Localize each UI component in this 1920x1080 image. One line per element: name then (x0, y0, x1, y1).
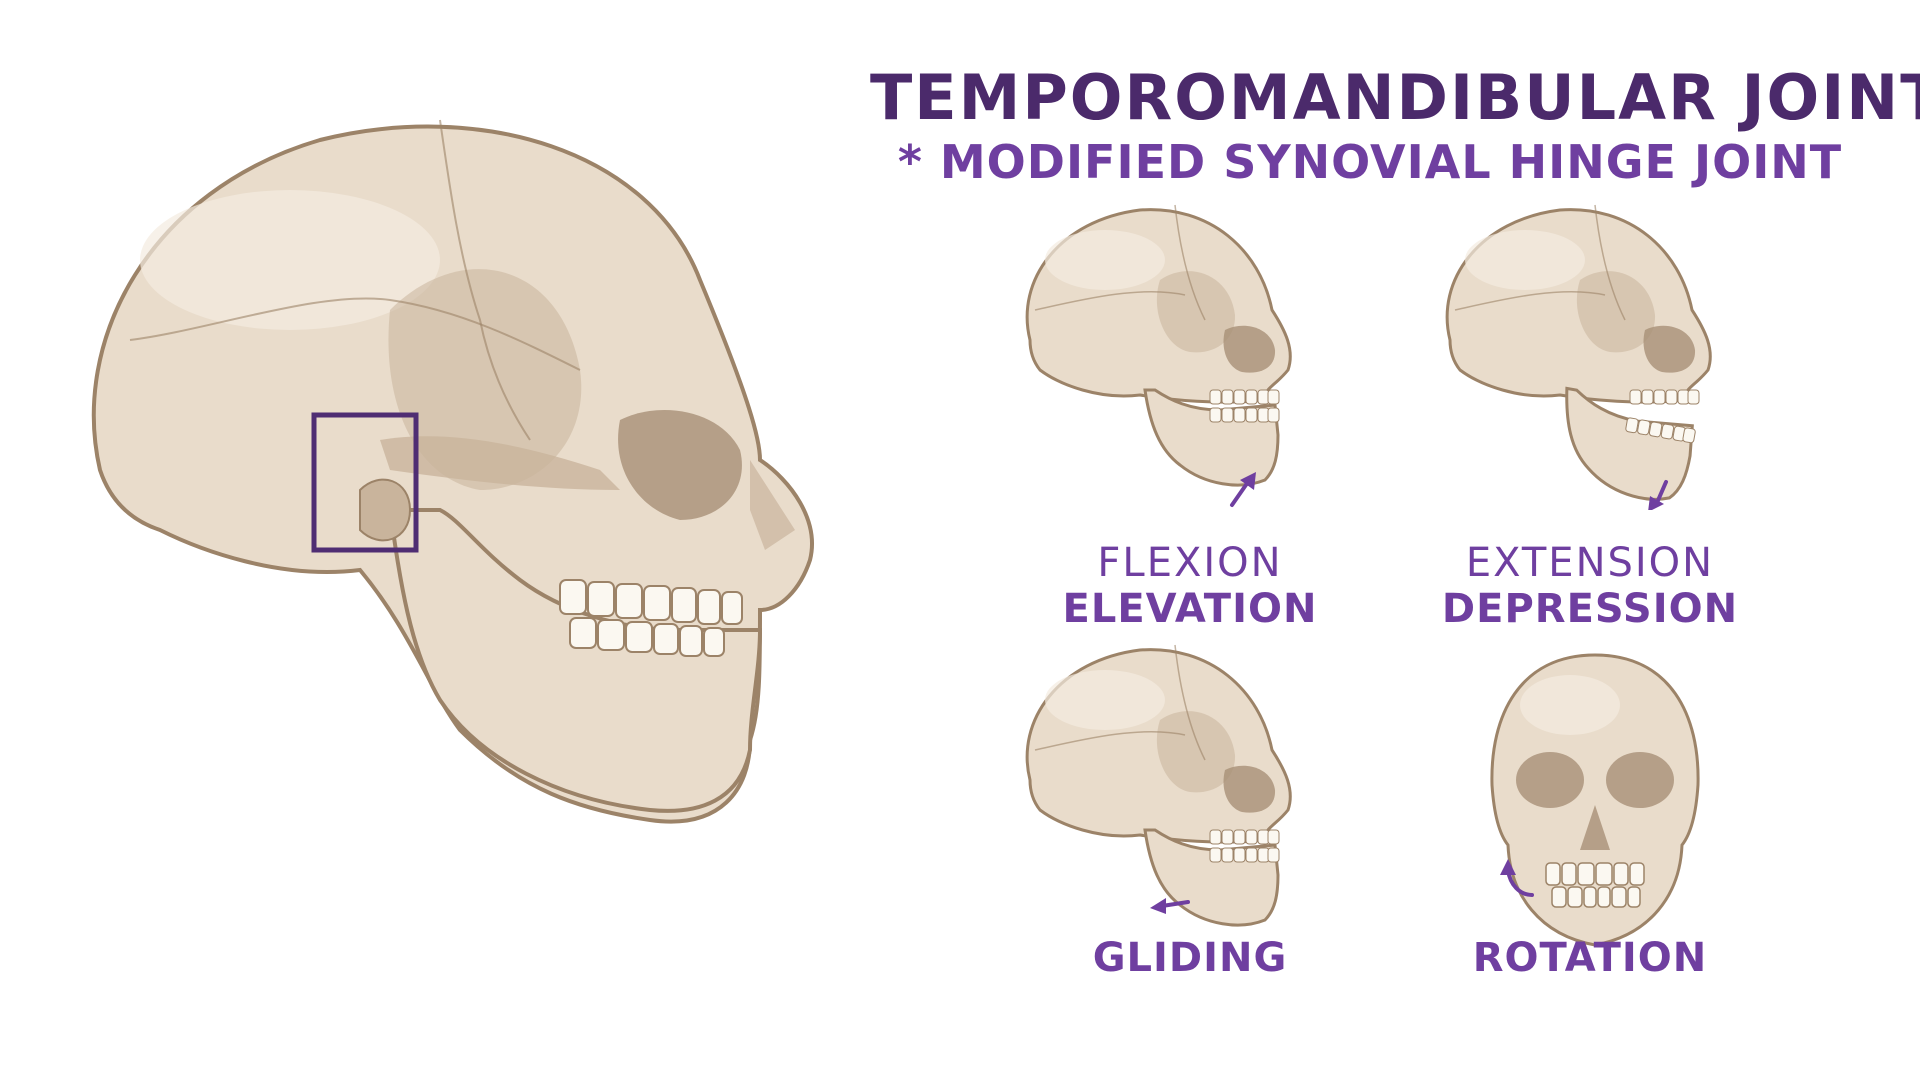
page-title: TEMPOROMANDIBULAR JOINT (870, 61, 1920, 134)
label-flexion: FLEXION ELEVATION (1062, 540, 1318, 632)
skull-lateral-icon (91, 119, 814, 824)
skull-lateral-icon (1025, 204, 1292, 487)
skull-extension (1445, 204, 1712, 510)
label-rotation: ROTATION (1472, 935, 1708, 981)
skull-lateral-icon (1445, 204, 1712, 501)
arrow-left-icon (1150, 898, 1190, 914)
label-gliding: GLIDING (1092, 935, 1288, 981)
title-block: TEMPOROMANDIBULAR JOINT * MODIFIED SYNOV… (870, 61, 1920, 190)
skull-rotation-frontal (1490, 653, 1700, 947)
skull-flexion (1025, 204, 1292, 507)
tmj-highlight-box (311, 412, 419, 553)
page-subtitle: * MODIFIED SYNOVIAL HINGE JOINT (897, 135, 1843, 189)
skull-lateral-icon (1025, 644, 1292, 927)
curved-arrow-head (1500, 859, 1516, 875)
arrow-down-icon (1648, 480, 1668, 510)
skull-frontal-icon (1490, 653, 1700, 947)
main-skull-illustration (91, 119, 814, 824)
arrow-up-icon (1230, 472, 1256, 507)
skull-gliding (1025, 644, 1292, 927)
label-extension: EXTENSION DEPRESSION (1441, 540, 1739, 632)
